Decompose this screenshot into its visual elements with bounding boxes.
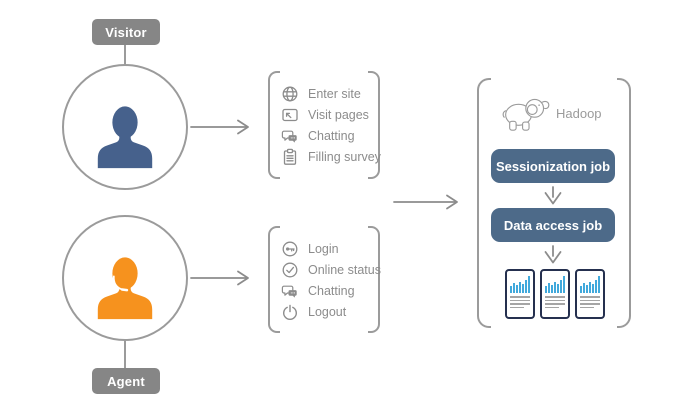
report-lines — [580, 296, 600, 310]
agent-activity-item: Login — [281, 238, 381, 259]
report-doc — [505, 269, 535, 319]
visitor-tag: Visitor — [92, 19, 160, 45]
agent-avatar — [62, 215, 188, 341]
visitor-person-icon — [97, 106, 153, 169]
hadoop-panel-bracket-left — [477, 78, 491, 328]
activity-label: Logout — [308, 304, 347, 319]
check-circle-icon — [282, 262, 298, 277]
activity-label: Chatting — [308, 129, 355, 144]
visitor-connector-line — [124, 45, 126, 65]
chat-icon — [281, 130, 297, 143]
activity-label: Online status — [308, 262, 381, 277]
report-chart — [580, 275, 600, 293]
job-label: Sessionization job — [495, 158, 611, 174]
data-access-job-node: Data access job — [491, 208, 615, 242]
activity-label: Login — [308, 241, 339, 256]
main-flow-arrow — [393, 194, 465, 210]
visitor-tag-label: Visitor — [105, 24, 147, 40]
visitor-activity-item: Filling survey — [281, 147, 381, 168]
agent-activity-item: Chatting — [281, 280, 381, 301]
agent-activity-list: Login Online status Chatting — [281, 238, 381, 322]
agent-activity-item: Online status — [281, 259, 381, 280]
headset-mic-icon — [112, 275, 123, 291]
visitor-activity-item: Chatting — [281, 126, 381, 147]
sessionization-job-node: Sessionization job — [491, 149, 615, 183]
agent-tag: Agent — [92, 368, 160, 394]
report-lines — [545, 296, 565, 310]
report-lines — [510, 296, 530, 310]
agent-list-bracket-right — [368, 226, 380, 333]
hadoop-elephant-icon — [502, 98, 550, 131]
visitor-avatar — [62, 64, 188, 190]
hadoop-label: Hadoop — [556, 106, 602, 121]
chat-icon — [281, 285, 297, 298]
agent-list-bracket-left — [268, 226, 280, 333]
down-arrow — [541, 186, 565, 206]
report-chart — [545, 275, 565, 293]
agent-arrow — [190, 270, 256, 286]
visitor-list-bracket-right — [368, 71, 380, 179]
job-label: Data access job — [503, 217, 603, 233]
survey-icon — [283, 149, 297, 166]
report-chart — [510, 275, 530, 293]
report-doc — [540, 269, 570, 319]
power-icon — [283, 304, 297, 320]
visitor-activity-item: Enter site — [281, 83, 381, 104]
activity-label: Filling survey — [308, 150, 381, 165]
agent-tag-label: Agent — [107, 373, 145, 389]
agent-activity-item: Logout — [281, 301, 381, 322]
visitor-activity-list: Enter site Visit pages Chatting — [281, 83, 381, 168]
activity-label: Chatting — [308, 283, 355, 298]
visitor-arrow — [190, 119, 256, 135]
browser-icon — [282, 108, 298, 122]
visitor-activity-item: Visit pages — [281, 104, 381, 125]
report-doc — [575, 269, 605, 319]
hadoop-panel-bracket-right — [617, 78, 631, 328]
agent-person-icon — [97, 257, 153, 320]
visitor-list-bracket-left — [268, 71, 280, 179]
agent-connector-line — [124, 341, 126, 368]
activity-label: Enter site — [308, 86, 361, 101]
globe-icon — [282, 86, 298, 102]
down-arrow — [541, 245, 565, 265]
key-icon — [282, 241, 298, 256]
activity-label: Visit pages — [308, 107, 369, 122]
